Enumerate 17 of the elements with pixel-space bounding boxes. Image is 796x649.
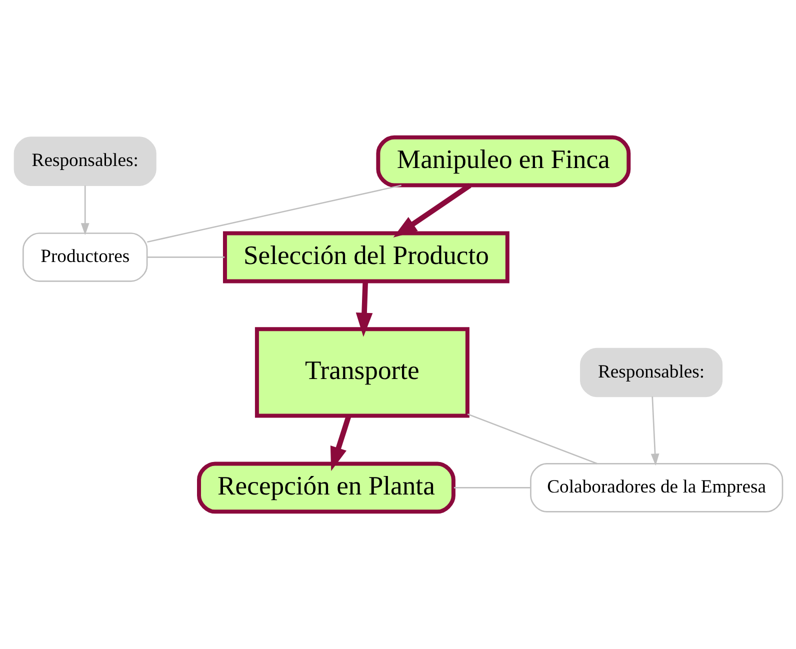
arrow	[80, 186, 89, 236]
node-box: Manipuleo en Finca	[376, 135, 630, 188]
node-box: Responsables:	[13, 136, 156, 186]
node-box: Recepción en Planta	[196, 462, 455, 514]
node-box: Transporte	[254, 327, 469, 418]
connector	[454, 487, 530, 488]
arrow	[355, 281, 372, 337]
connector	[146, 184, 401, 243]
arrow	[650, 396, 659, 466]
node-box: Responsables:	[580, 348, 722, 398]
arrow	[392, 183, 471, 238]
node-box: Productores	[22, 232, 148, 282]
connector	[466, 414, 597, 464]
connector	[146, 256, 224, 258]
arrow	[330, 416, 351, 471]
node-box: Selección del Producto	[222, 231, 509, 284]
node-box: Colaboradores de la Empresa	[530, 463, 783, 512]
